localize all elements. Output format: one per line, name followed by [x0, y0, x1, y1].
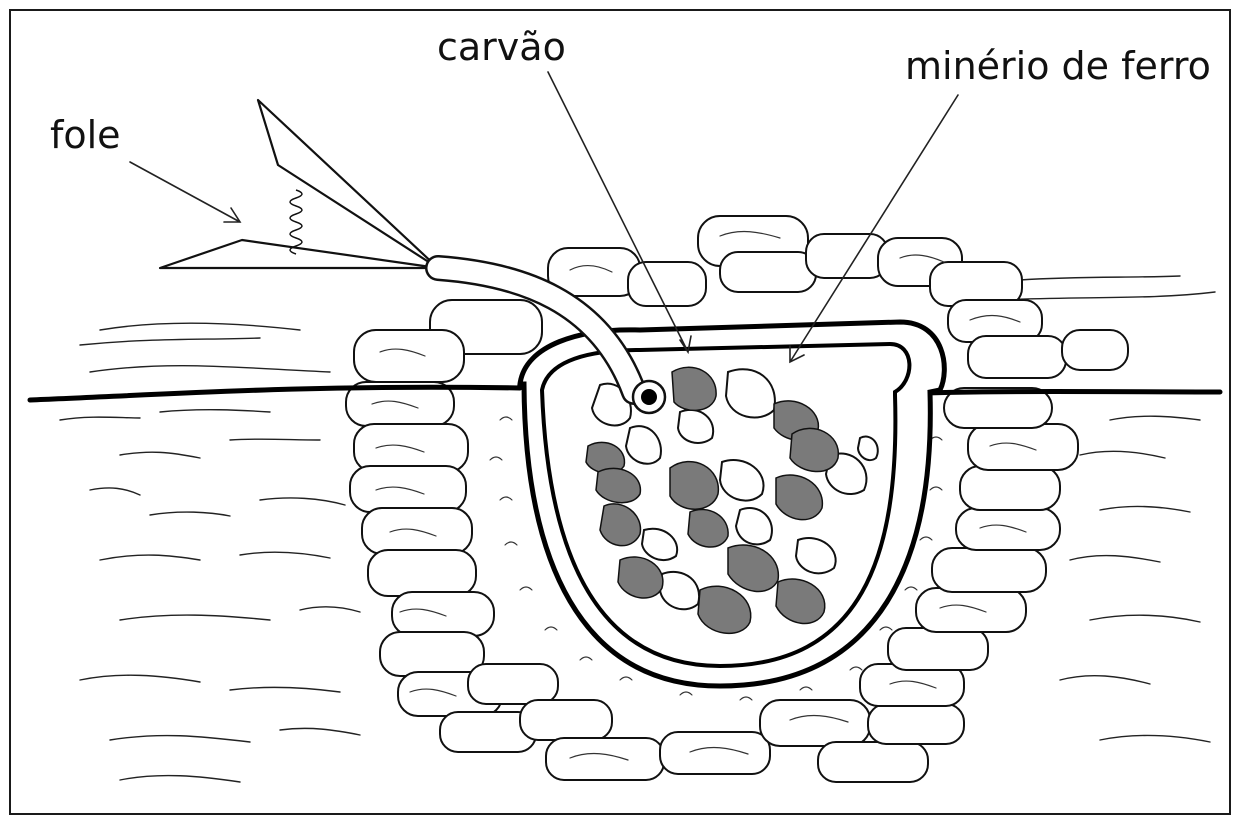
stone: [888, 628, 988, 670]
stone: [720, 252, 816, 292]
stone: [818, 742, 928, 782]
stone: [960, 466, 1060, 510]
bellows-upper-board: [258, 100, 438, 268]
stone: [628, 262, 706, 306]
stone: [968, 424, 1078, 470]
stone: [546, 738, 664, 780]
stone: [916, 588, 1026, 632]
label-pointers: [130, 72, 958, 362]
stone: [760, 700, 870, 746]
bellows-spring-icon: [290, 190, 302, 254]
fole-pointer-arrow: [130, 162, 240, 222]
stone: [868, 704, 964, 744]
stone: [392, 592, 494, 636]
stone: [520, 700, 612, 740]
label-fole: fole: [50, 116, 121, 154]
stone: [380, 632, 484, 676]
stone: [968, 336, 1066, 378]
label-carvao: carvão: [437, 28, 566, 66]
label-minerio-de-ferro: minério de ferro: [905, 47, 1211, 85]
stone: [368, 550, 476, 596]
stone: [660, 732, 770, 774]
stone: [468, 664, 558, 704]
charcoal-piece: [858, 437, 878, 461]
stone: [956, 508, 1060, 550]
stone: [362, 508, 472, 554]
stone: [932, 548, 1046, 592]
stone: [1062, 330, 1128, 370]
tuyere-hole: [641, 389, 657, 405]
stone: [354, 330, 464, 382]
